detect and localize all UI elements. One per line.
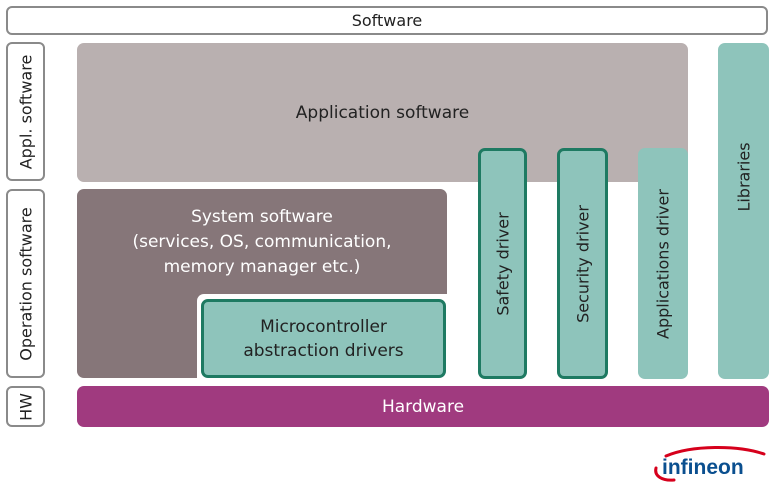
application-software-label: Application software — [295, 103, 470, 123]
safety-driver-block: Safety driver — [478, 148, 527, 379]
libraries-label: Libraries — [734, 142, 753, 212]
mcu-drivers-line-2: abstraction drivers — [243, 340, 404, 361]
mcu-drivers-text: Microcontroller abstraction drivers — [243, 315, 403, 363]
security-driver-label: Security driver — [573, 204, 592, 323]
logo-swoosh-top — [664, 445, 766, 458]
side-label-operation-software: Operation software — [6, 189, 45, 378]
applications-driver-block: Applications driver — [638, 148, 688, 379]
system-software-text: System software (services, OS, communica… — [132, 205, 391, 280]
microcontroller-abstraction-drivers-block: Microcontroller abstraction drivers — [201, 299, 446, 378]
software-header: Software — [6, 6, 768, 35]
hardware-block: Hardware — [77, 386, 769, 427]
application-software-block: Application software — [77, 43, 688, 182]
side-label-appl-software: Appl. software — [6, 42, 45, 181]
security-driver-block: Security driver — [557, 148, 608, 379]
software-header-label: Software — [351, 11, 423, 30]
system-software-line-3: memory manager etc.) — [163, 257, 361, 277]
logo-swoosh-bottom — [654, 466, 676, 482]
applications-driver-label: Applications driver — [653, 188, 673, 339]
hardware-label: Hardware — [381, 396, 465, 417]
safety-driver-label: Safety driver — [493, 211, 512, 316]
side-label-operation-text: Operation software — [16, 206, 35, 361]
side-label-appl-text: Appl. software — [16, 54, 35, 169]
side-label-hw-text: HW — [16, 392, 35, 421]
side-label-hw: HW — [6, 386, 45, 427]
libraries-block: Libraries — [718, 43, 769, 379]
system-software-line-2: (services, OS, communication, — [132, 232, 392, 252]
mcu-drivers-line-1: Microcontroller — [260, 316, 387, 337]
logo-text: infineon — [662, 456, 744, 479]
system-software-line-1: System software — [191, 207, 333, 227]
infineon-logo: infineon — [654, 445, 766, 482]
